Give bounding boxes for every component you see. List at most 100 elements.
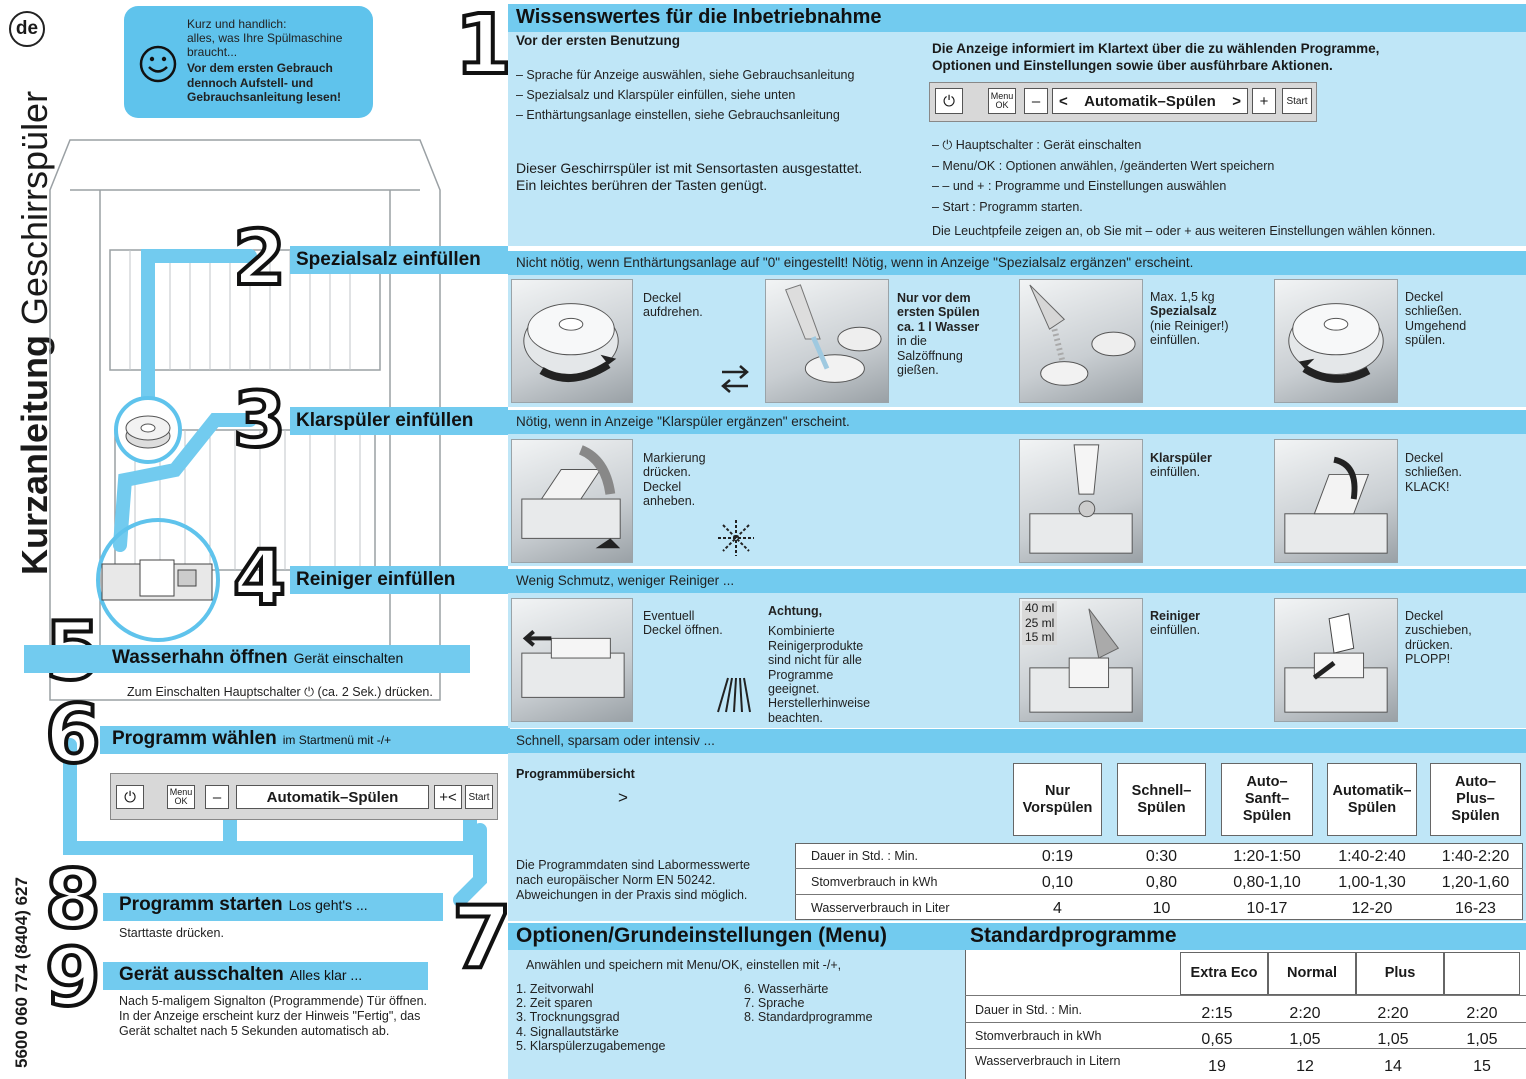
step6-header-strip	[508, 729, 1526, 753]
program-3-line2: Sanft–	[1244, 791, 1290, 808]
s1-plus-button[interactable]: +	[1252, 88, 1276, 114]
attention-line7: beachten.	[768, 710, 823, 725]
intro-bold-3: Gebrauchsanleitung lesen!	[187, 89, 342, 104]
step-number-6: 6	[43, 688, 103, 781]
key-3: – – und + : Programme und Einstellungen …	[932, 179, 1227, 193]
ov-r1-c4: 1:40-2:40	[1338, 848, 1406, 865]
overview-row-2-label: Stomverbrauch in kWh	[811, 875, 938, 889]
lang-badge: de	[9, 11, 45, 47]
step4-strip	[290, 566, 508, 594]
ov-r3-c2: 10	[1152, 900, 1171, 917]
step5-sub: Gerät einschalten	[293, 650, 404, 666]
program-head-4: Automatik– Spülen	[1327, 763, 1417, 836]
overview-note: Die Programmdaten sind Labormesswerte na…	[516, 858, 750, 902]
step6-minus-button[interactable]: –	[205, 785, 229, 809]
std-head-2: Normal	[1268, 952, 1356, 995]
rinse-step3-caption: Deckel schließen. KLACK!	[1405, 451, 1462, 494]
std-r3-c3: 14	[1384, 1058, 1402, 1075]
ov-r3-c5: 16-23	[1455, 900, 1496, 917]
bullet-1: – Sprache für Anzeige auswählen, siehe G…	[516, 68, 855, 82]
salt-step4-image	[1274, 279, 1398, 403]
step6-plus-button[interactable]: +<	[434, 785, 462, 809]
std-row-1-label: Dauer in Std. : Min.	[975, 1003, 1082, 1017]
ov-r2-c2: 0,80	[1145, 874, 1178, 891]
ov-r3-c4: 12-20	[1351, 900, 1393, 917]
step6-power-button[interactable]: ⏻	[116, 785, 144, 809]
program-head-5: Auto– Plus– Spülen	[1430, 763, 1521, 836]
detergent-step3-caption: Deckel zuschieben, drücken. PLOPP!	[1405, 609, 1472, 667]
salt-cap4-line2: schließen.	[1405, 304, 1462, 319]
program-4-line1: Automatik–	[1332, 782, 1412, 799]
std-head-1: Extra Eco	[1180, 952, 1268, 995]
dose-25: 25 ml	[1025, 615, 1055, 630]
intro-bold-1: Vor dem ersten Gebrauch	[187, 61, 333, 76]
option-6: 6. Wasserhärte	[744, 982, 829, 996]
step6-display: Automatik–Spülen	[236, 785, 429, 809]
overview-row-1-label: Dauer in Std. : Min.	[811, 849, 918, 863]
bullet-2: – Spezialsalz und Klarspüler einfüllen, …	[516, 88, 796, 102]
step2-title: Spezialsalz einfüllen	[296, 249, 481, 270]
s1-minus-button[interactable]: –	[1024, 88, 1048, 114]
option-3: 3. Trocknungsgrad	[516, 1010, 620, 1025]
step8-title-text: Programm starten	[119, 894, 283, 915]
options-intro: Anwählen und speichern mit Menu/OK, eins…	[526, 958, 842, 972]
option-4: 4. Signallautstärke	[516, 1024, 619, 1039]
std-row-line-3	[965, 1048, 1526, 1049]
salt-step3-caption: Max. 1,5 kg Spezialsalz (nie Reiniger!) …	[1150, 290, 1229, 348]
step9-note-1: Nach 5-maligem Signalton (Programmende) …	[119, 994, 428, 1008]
s1-power-button[interactable]: ⏻	[935, 88, 963, 114]
attention-line6: Herstellerhinweise	[768, 696, 871, 711]
std-r2-c3: 1,05	[1377, 1031, 1409, 1048]
program-2-line2: Spülen	[1137, 799, 1186, 816]
std-row-line-2	[965, 1022, 1526, 1023]
step5-title-text: Wasserhahn öffnen	[112, 647, 288, 668]
intro-line-2: alles, was Ihre Spülmaschine	[187, 31, 343, 46]
ov-r2-c3: 0,80-1,10	[1233, 874, 1301, 891]
salt-cap2-line1: in die	[897, 334, 927, 349]
flow-connectors	[63, 249, 487, 907]
step-number-2: 2	[231, 213, 288, 302]
detergent-step1-caption: Eventuell Deckel öffnen.	[643, 609, 723, 638]
s1-right-arrow: >	[1232, 92, 1241, 110]
attention-line5: geeignet.	[768, 681, 820, 696]
salt-cap2-line3: gießen.	[897, 362, 939, 377]
overview-row-line-2	[795, 869, 1523, 895]
ov-r1-c2: 0:30	[1145, 848, 1178, 865]
rinse-step2-image	[1019, 439, 1143, 563]
s1-start-button[interactable]: Start	[1282, 88, 1312, 114]
program-2-line1: Schnell–	[1131, 782, 1192, 799]
attention-bold: Achtung,	[768, 604, 823, 618]
step6-start-button[interactable]: Start	[465, 785, 493, 809]
section1-title-strip	[508, 4, 1526, 32]
ov-r2-c1: 0,10	[1041, 874, 1074, 891]
s1-display: < Automatik–Spülen >	[1052, 88, 1248, 114]
rinse-cap1-line3: Deckel	[643, 479, 682, 494]
key-1: – ⏻ Hauptschalter : Gerät einschalten	[932, 138, 1142, 152]
s1-menu-label: Menu	[990, 91, 1014, 101]
det-cap2-line: einfüllen.	[1150, 623, 1201, 638]
program-head-2: Schnell– Spülen	[1117, 763, 1206, 836]
ov-r2-c5: 1,20-1,60	[1441, 874, 1510, 891]
std-row-2-label: Stomverbrauch in kWh	[975, 1029, 1102, 1043]
program-head-1: Nur Vorspülen	[1013, 763, 1102, 836]
salt-cap4-line3: Umgehend	[1405, 318, 1467, 333]
ov-r3-c3: 10-17	[1246, 900, 1288, 917]
section1-subtitle: Vor der ersten Benutzung	[516, 33, 681, 48]
overview-note-2: nach europäischer Norm EN 50242.	[516, 872, 716, 887]
bullet-3: – Enthärtungsanlage einstellen, siehe Ge…	[516, 108, 840, 122]
step9-note: Nach 5-maligem Signalton (Programmende) …	[119, 994, 427, 1038]
option-5: 5. Klarspülerzugabemenge	[516, 1038, 666, 1053]
detergent-step3-image	[1274, 598, 1398, 722]
program-1-line2: Vorspülen	[1022, 799, 1093, 816]
std-head-3: Plus	[1356, 952, 1444, 995]
step9-note-2: In der Anzeige erscheint kurz der Hinwei…	[119, 1008, 421, 1023]
intro-bold-2: dennoch Aufstell- und	[187, 75, 314, 90]
rinse-cap3-line2: schließen.	[1405, 465, 1462, 480]
det-cap1-line2: Deckel öffnen.	[643, 623, 723, 638]
ov-r1-c5: 1:40-2:20	[1441, 848, 1510, 865]
sparkle-icon	[718, 520, 754, 556]
det-cap3-line1: Deckel	[1405, 609, 1444, 623]
